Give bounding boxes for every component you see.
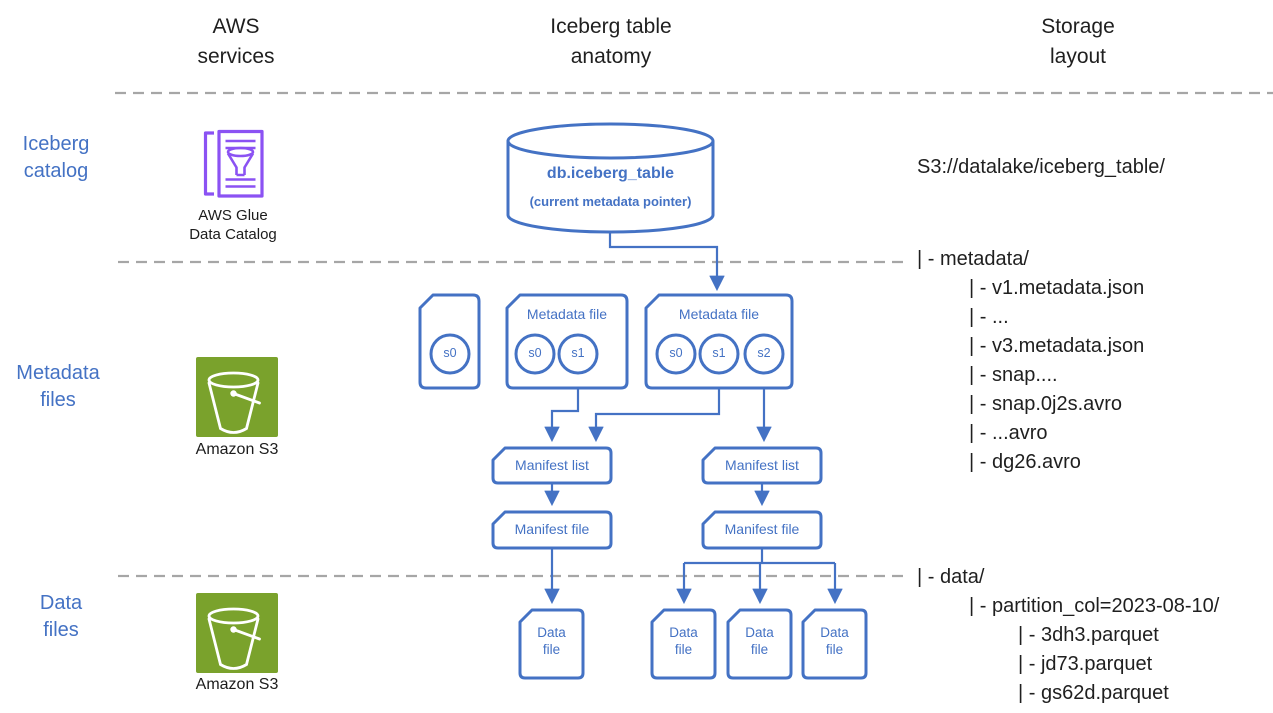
metadata-file-2-label: Metadata file — [526, 306, 608, 322]
s3-bucket-icon — [194, 355, 280, 439]
column-header-storage-layout: Storage layout — [1041, 15, 1115, 68]
data-file-label: Data file — [537, 625, 566, 657]
manifest-list-left-shape — [491, 446, 613, 485]
glue-data-catalog-label: AWS Glue Data Catalog — [189, 207, 277, 243]
connector-lines — [544, 232, 843, 605]
snapshot-label: s1 — [712, 346, 726, 360]
manifest-file-left-label: Manifest file — [514, 521, 590, 537]
storage-line: | - v1.metadata.json — [969, 277, 1145, 299]
data-file-2-shape — [650, 608, 717, 680]
column-header-aws-services: AWS services — [197, 15, 275, 68]
column-header-iceberg-anatomy: Iceberg table anatomy — [550, 15, 672, 68]
amazon-s3-label-data: Amazon S3 — [195, 676, 279, 693]
row-label-metadata-files: Metadata files — [16, 362, 100, 411]
data-file-label: Data file — [745, 625, 774, 657]
storage-line: | - 3dh3.parquet — [1018, 624, 1159, 646]
snapshot-circles — [429, 333, 785, 375]
catalog-pointer-note: (current metadata pointer) — [529, 194, 692, 209]
data-file-1-shape — [518, 608, 585, 680]
row-label-data-files: Data files — [39, 592, 83, 641]
manifest-list-right-label: Manifest list — [725, 457, 799, 473]
metadata-file-3-label: Metadata file — [678, 306, 760, 322]
storage-line: | - v3.metadata.json — [969, 335, 1145, 357]
snapshot-label: s0 — [443, 346, 457, 360]
manifest-list-left-label: Manifest list — [515, 457, 589, 473]
storage-line: | - snap.... — [969, 364, 1058, 386]
s3-bucket-icon — [194, 591, 280, 675]
manifest-file-right-shape — [701, 510, 823, 550]
catalog-table-name: db.iceberg_table — [546, 165, 675, 182]
amazon-s3-label-metadata: Amazon S3 — [195, 441, 279, 458]
manifest-list-right-shape — [701, 446, 823, 485]
data-file-label: Data file — [669, 625, 698, 657]
glue-data-catalog-icon — [203, 129, 264, 198]
manifest-file-left-shape — [491, 510, 613, 550]
row-divider-lines — [115, 91, 1273, 578]
storage-line: | - metadata/ — [917, 248, 1029, 270]
snapshot-label: s2 — [757, 346, 771, 360]
file-shapes — [418, 293, 868, 680]
snapshot-label: s0 — [669, 346, 683, 360]
storage-line: | - snap.0j2s.avro — [969, 393, 1123, 415]
data-file-4-shape — [801, 608, 868, 680]
storage-line: | - ...avro — [969, 422, 1048, 444]
catalog-database-cylinder — [506, 122, 715, 234]
storage-line: | - ... — [969, 306, 1009, 328]
storage-line: | - jd73.parquet — [1018, 653, 1153, 675]
snapshot-label: s1 — [571, 346, 585, 360]
data-file-3-shape — [726, 608, 793, 680]
data-file-label: Data file — [820, 625, 849, 657]
storage-line: | - partition_col=2023-08-10/ — [969, 595, 1220, 617]
storage-line: | - gs62d.parquet — [1018, 682, 1169, 704]
storage-line: | - dg26.avro — [969, 451, 1081, 473]
row-label-iceberg-catalog: Iceberg catalog — [22, 133, 90, 182]
snapshot-label: s0 — [528, 346, 542, 360]
storage-line: | - data/ — [917, 566, 985, 588]
storage-root-path: S3://datalake/iceberg_table/ — [917, 156, 1165, 178]
manifest-file-right-label: Manifest file — [724, 521, 800, 537]
